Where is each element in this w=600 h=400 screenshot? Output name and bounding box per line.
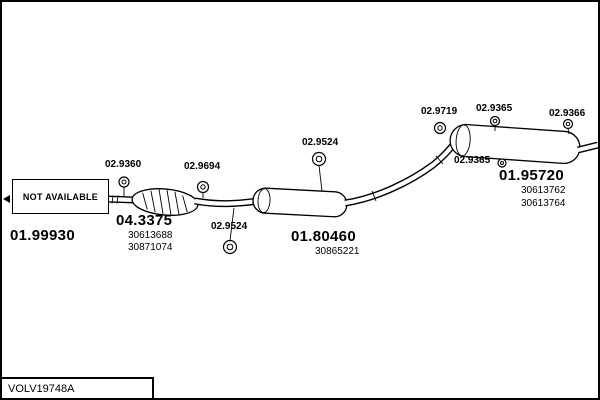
intermediate-pipe-drawing <box>194 197 259 208</box>
part-code-catalyst: 04.3375 <box>116 212 173 229</box>
diagram-code-label: VOLV19748A <box>8 382 75 395</box>
catalytic-converter-drawing <box>131 188 199 216</box>
part-code-gasket-rear: 02.9719 <box>421 106 458 117</box>
part-ref-middle-muffler-1: 30865221 <box>315 246 360 257</box>
part-code-hanger-rear-bottom: 02.9365 <box>454 155 491 166</box>
part-code-middle-muffler: 01.80460 <box>291 228 356 245</box>
rear-pipe-drawing <box>344 140 458 207</box>
part-ref-rear-muffler-1: 30613762 <box>521 185 566 196</box>
diagram-code-box: VOLV19748A <box>2 377 154 398</box>
not-available-box: NOT AVAILABLE <box>12 179 109 214</box>
part-ref-catalyst-1: 30613688 <box>128 230 173 241</box>
part-code-hanger-mid-front: 02.9524 <box>211 221 248 232</box>
part-code-rear-muffler: 01.95720 <box>499 167 564 184</box>
part-ref-rear-muffler-2: 30613764 <box>521 198 566 209</box>
middle-muffler-drawing <box>252 187 348 218</box>
left-arrow-icon <box>3 195 10 203</box>
part-code-hanger-mid-top: 02.9524 <box>302 137 339 148</box>
rear-muffler-drawing <box>449 123 581 165</box>
hanger-ring-icon <box>222 207 238 255</box>
hanger-ring-icon <box>497 158 507 168</box>
front-pipe-drawing <box>105 195 137 204</box>
part-code-hanger-rear-top: 02.9365 <box>476 103 513 114</box>
gasket-ring-icon <box>433 121 447 135</box>
hanger-ring-icon <box>489 115 501 131</box>
hanger-ring-icon <box>311 151 327 192</box>
hanger-ring-icon <box>562 118 574 135</box>
not-available-label: NOT AVAILABLE <box>22 191 99 202</box>
part-code-gasket-cat-outlet: 02.9694 <box>184 161 221 172</box>
part-code-hanger-tail: 02.9366 <box>549 108 586 119</box>
gasket-ring-icon <box>118 176 130 196</box>
gasket-ring-icon <box>196 180 210 198</box>
part-code-front-pipe: 01.99930 <box>10 227 75 244</box>
tailpipe-drawing <box>577 141 598 154</box>
part-ref-catalyst-2: 30871074 <box>128 242 173 253</box>
part-code-gasket-front: 02.9360 <box>105 159 142 170</box>
